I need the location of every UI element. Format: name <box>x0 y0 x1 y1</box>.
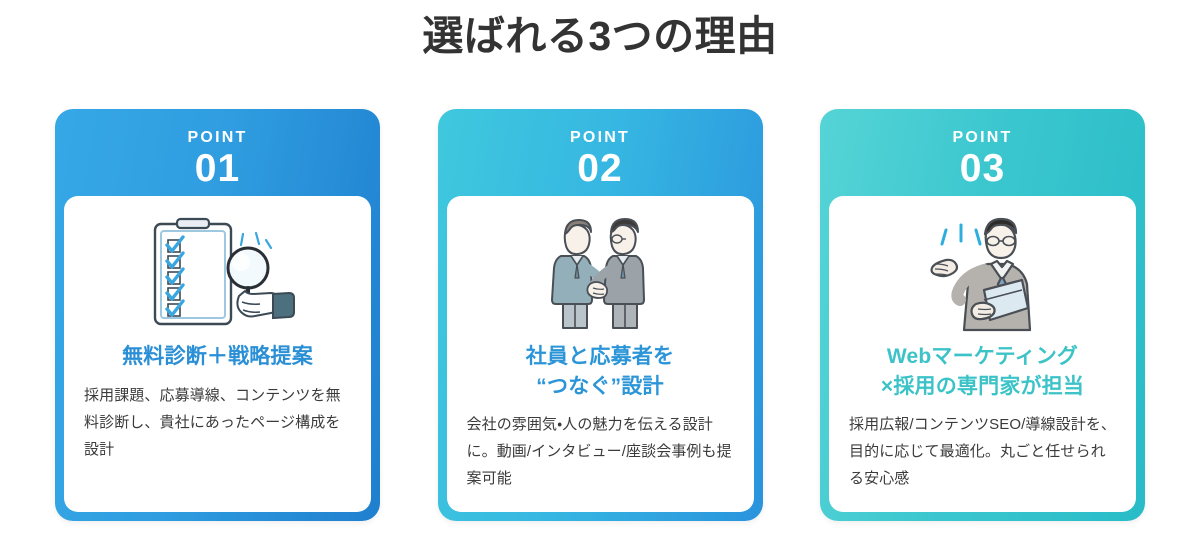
points-card-row: POINT 01 <box>55 109 1145 521</box>
point-card-03[interactable]: POINT 03 <box>820 109 1145 521</box>
card-description: 採用広報/コンテンツSEO/導線設計を、目的に応じて最適化。丸ごと任せられる安心… <box>849 416 1117 487</box>
point-card-body-01: 無料診断＋戦略提案 採用課題、応募導線、コンテンツを無料診断し、貴社にあったペー… <box>64 196 371 512</box>
point-card-body-03: Webマーケティング ×採用の専門家が担当 採用広報/コンテンツSEO/導線設計… <box>829 196 1136 512</box>
card-heading: 無料診断＋戦略提案 <box>122 345 313 368</box>
point-card-02[interactable]: POINT 02 <box>437 109 763 521</box>
point-header-01: POINT 01 <box>55 109 380 195</box>
point-number: 03 <box>959 147 1006 190</box>
point-number: 01 <box>194 147 241 190</box>
card-heading: 社員と応募者を “つなぐ”設計 <box>525 345 675 398</box>
businessman-presenting-icon <box>929 217 1031 332</box>
point-label: POINT <box>570 129 630 146</box>
point-card-body-02: 社員と応募者を “つなぐ”設計 会社の雰囲気・人の魅力を伝える設計に。動画/イン… <box>446 196 754 512</box>
card-description: 採用課題、応募導線、コンテンツを無料診断し、貴社にあったページ構成を設計 <box>84 387 341 458</box>
point-card-01[interactable]: POINT 01 <box>55 109 380 521</box>
card-description: 会社の雰囲気・人の魅力を伝える設計に。動画/インタビュー/座談会事例も提案可能 <box>466 416 732 487</box>
point-header-03: POINT 03 <box>820 109 1145 195</box>
point-label: POINT <box>187 129 248 146</box>
clipboard-checklist-magnifier-icon <box>153 217 295 326</box>
point-label: POINT <box>952 129 1013 146</box>
card-heading: Webマーケティング ×採用の専門家が担当 <box>880 345 1085 398</box>
page-title: 選ばれる3つの理由 <box>422 13 778 59</box>
point-header-02: POINT 02 <box>438 109 763 195</box>
handshake-icon <box>551 218 645 329</box>
point-number: 02 <box>577 147 623 190</box>
